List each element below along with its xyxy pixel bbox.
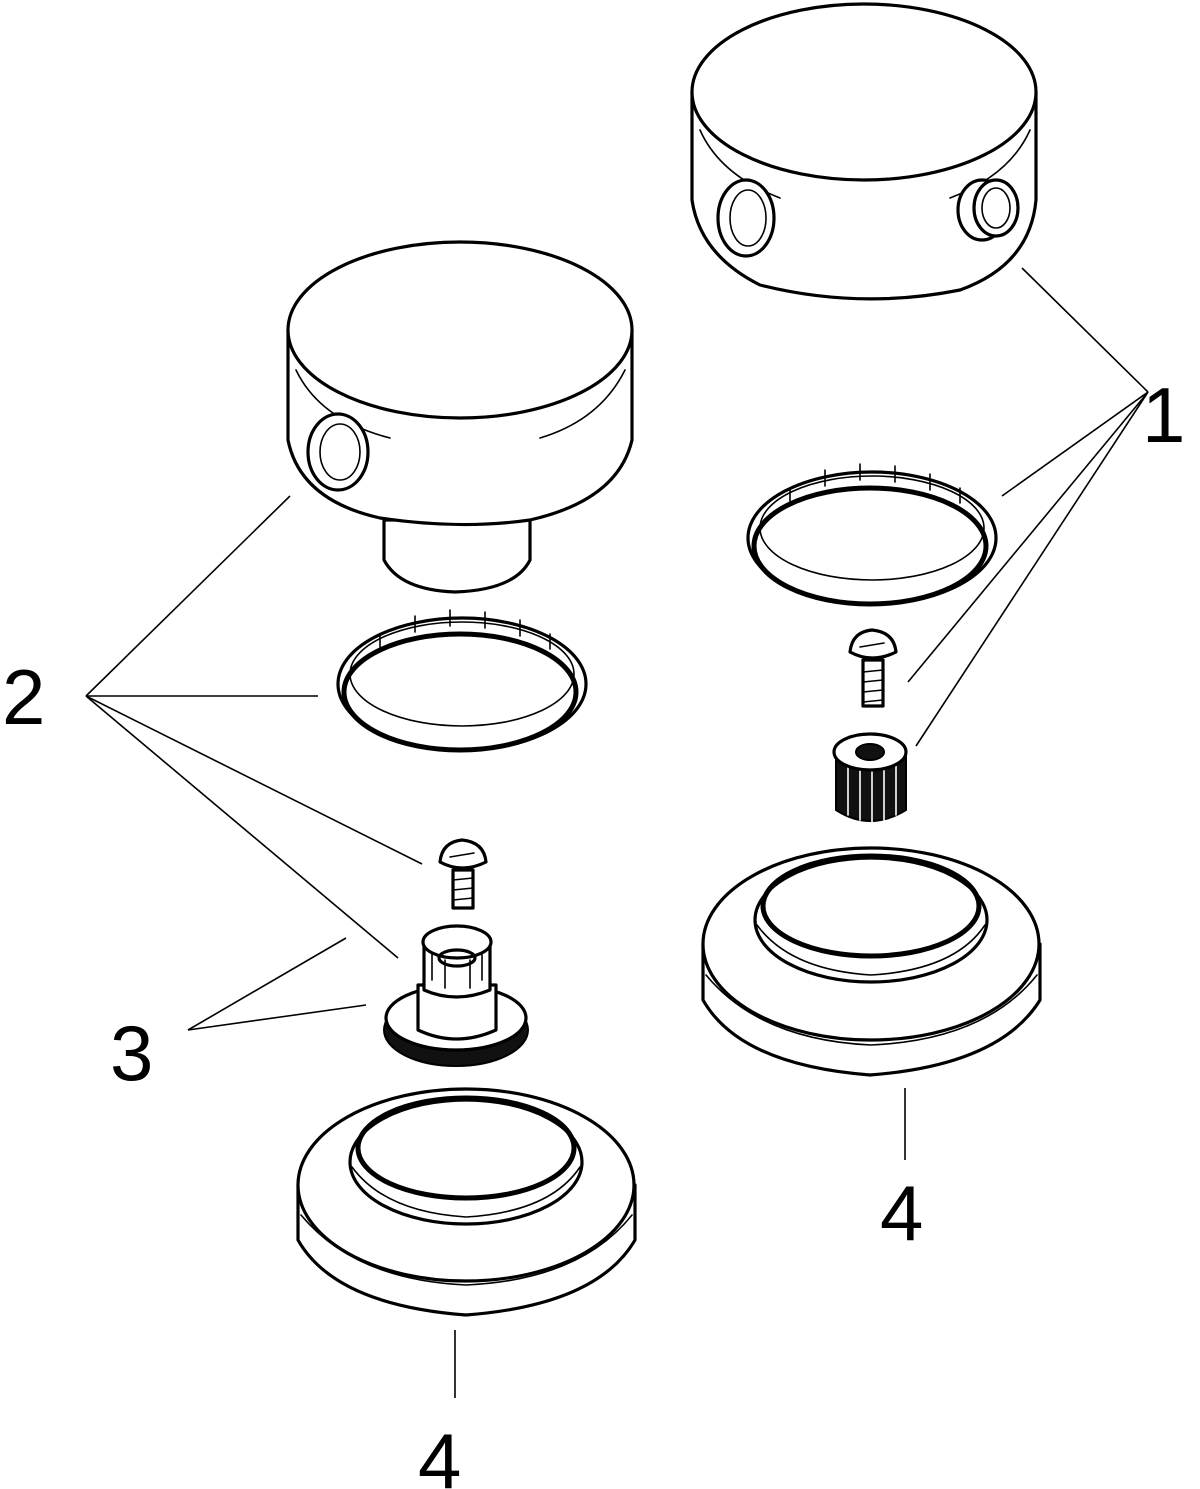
callout-4-right: 4 <box>880 1169 923 1257</box>
right-rosette <box>701 846 1042 1077</box>
left-valve-insert <box>383 924 529 1067</box>
right-split-ring <box>746 463 998 607</box>
side-hole-left <box>716 178 776 258</box>
callout-1: 1 <box>1142 371 1185 459</box>
right-handle-cap <box>690 2 1038 301</box>
left-split-ring <box>336 609 588 753</box>
callout-3: 3 <box>110 1009 153 1097</box>
callout-4-left: 4 <box>418 1417 461 1489</box>
left-screw <box>438 838 488 910</box>
right-screw <box>848 628 898 708</box>
right-insert <box>832 732 908 823</box>
side-stud-right <box>956 178 1020 242</box>
callout-2: 2 <box>2 653 45 741</box>
left-rosette <box>296 1087 637 1317</box>
left-handle-cap <box>286 240 634 594</box>
left-side-hole <box>306 412 370 492</box>
leader-lines <box>85 267 1149 1398</box>
